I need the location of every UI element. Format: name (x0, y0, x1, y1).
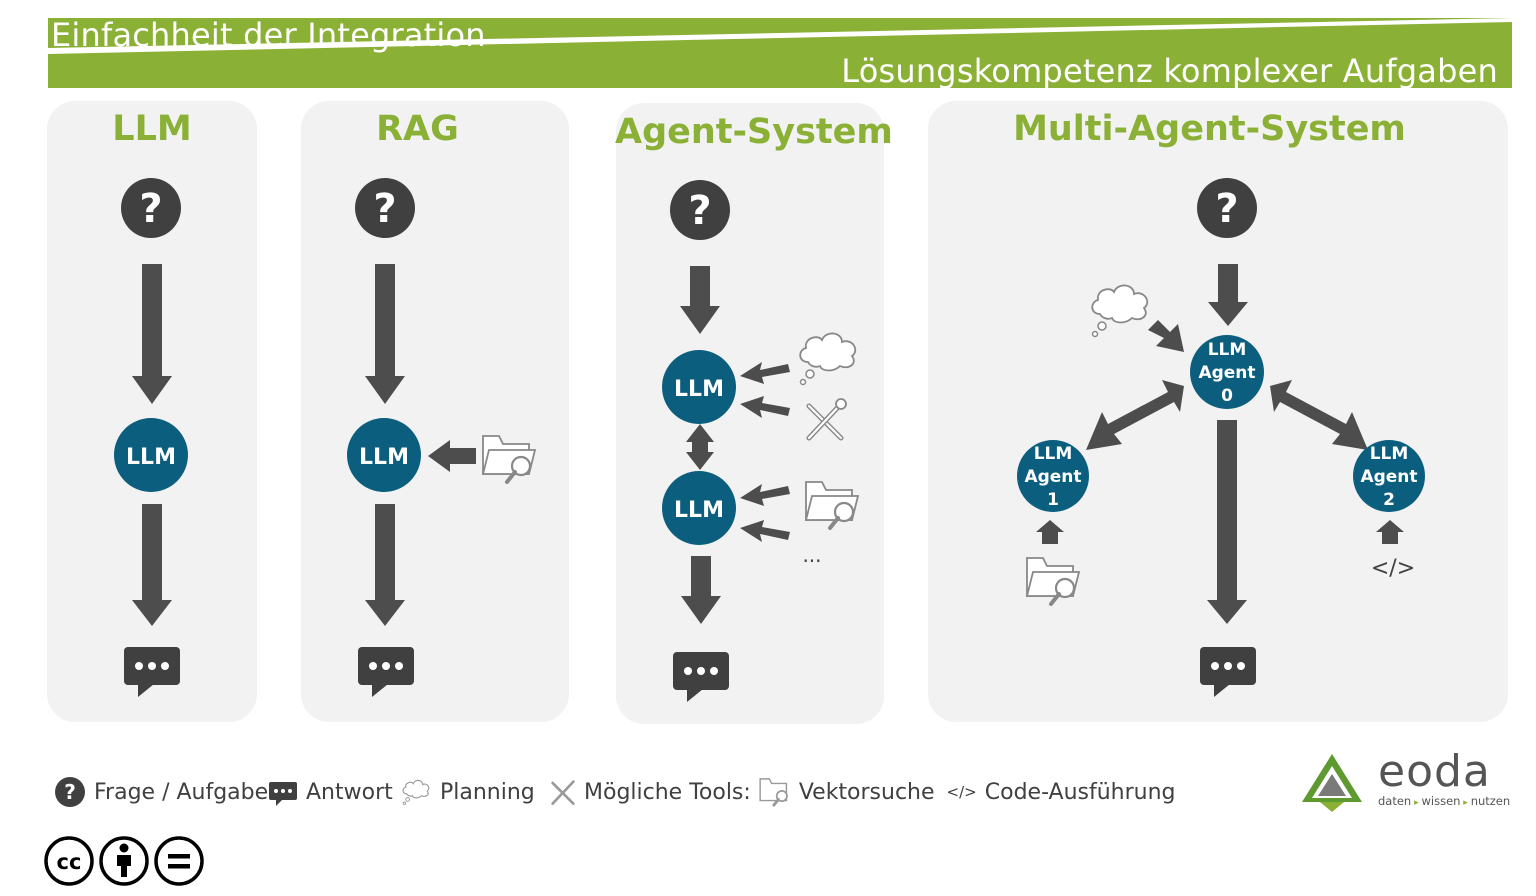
question-mark: ? (139, 186, 162, 232)
eoda-logo: eoda daten ▸ wissen ▸ nutzen (1300, 746, 1515, 814)
agent-2-node (1353, 440, 1425, 512)
arrow-down (1207, 420, 1247, 624)
legend-answer: Antwort (268, 772, 393, 812)
by-icon (99, 836, 149, 886)
llm-node-label: LLM (126, 445, 176, 470)
planning-cloud-icon (799, 332, 857, 386)
panel-multi-agent-system: Multi-Agent-System (928, 101, 1508, 722)
tools-icon (551, 780, 575, 805)
banner-lower-band (48, 22, 1512, 88)
planning-cloud-icon (1091, 284, 1149, 338)
agent-0-label-line2: Agent (1198, 363, 1255, 383)
panel-rag: RAG (301, 101, 569, 722)
panel-agent-system: Agent-System (615, 103, 893, 724)
arrow-up (1036, 520, 1064, 544)
cc-icon: cc (44, 836, 94, 886)
code-execution-icon: </> (1371, 556, 1415, 581)
agent-2-label-line1: LLM (1370, 444, 1409, 464)
agent-2-label-line3: 2 (1383, 490, 1395, 510)
question-icon: ? (670, 180, 730, 240)
banner-upper-band (48, 18, 1512, 48)
vector-search-icon (804, 480, 860, 530)
svg-text:?: ? (64, 780, 76, 804)
agent-1-node (1017, 440, 1089, 512)
llm-node-lower (662, 471, 736, 545)
arrow-bidirectional-agent2 (1270, 380, 1368, 450)
question-icon: ? (1197, 178, 1257, 238)
tools-icon (809, 399, 846, 438)
arrow-down (132, 264, 172, 404)
code-execution-icon: </> (946, 783, 977, 801)
arrow-down (681, 556, 721, 624)
vector-search-icon (759, 778, 788, 807)
question-icon: ? (121, 178, 181, 238)
nd-icon (154, 836, 204, 886)
answer-icon (1200, 647, 1256, 697)
panel-title-rag: RAG (376, 109, 459, 149)
llm-node-upper (662, 350, 736, 424)
eoda-wordmark: eoda (1378, 746, 1491, 797)
arrow-bidirectional (686, 424, 714, 470)
agent-0-node (1190, 335, 1264, 409)
answer-icon (673, 652, 729, 702)
llm-node-label: LLM (674, 498, 724, 523)
agent-1-label-line1: LLM (1034, 444, 1073, 464)
panel-title-llm: LLM (112, 109, 192, 149)
agent-0-label-line3: 0 (1221, 386, 1233, 406)
legend-answer-label: Antwort (306, 779, 393, 805)
eoda-tagline: daten ▸ wissen ▸ nutzen (1378, 794, 1511, 808)
question-icon: ? (55, 777, 85, 807)
legend-question-label: Frage / Aufgabe (94, 779, 269, 805)
legend-planning-label: Planning (440, 779, 535, 805)
llm-node (114, 418, 188, 492)
legend-code-exec-label: Code-Ausführung (984, 779, 1176, 805)
more-tools-ellipsis: ... (802, 543, 821, 567)
planning-cloud-icon (402, 779, 430, 805)
answer-icon (124, 647, 180, 697)
legend-vector-search-label: Vektorsuche (798, 779, 935, 805)
arrow-bidirectional-agent1 (1086, 380, 1184, 450)
answer-icon (269, 782, 297, 806)
arrow-in (740, 362, 790, 542)
vector-search-icon (481, 434, 537, 484)
arrow-up (1376, 520, 1404, 544)
arrow-down (680, 266, 720, 334)
cc-license: cc (44, 836, 204, 886)
legend-tools: Mögliche Tools: Vektorsuche </> Code-Aus… (550, 772, 1176, 812)
answer-icon (358, 647, 414, 697)
arrow-down (132, 504, 172, 626)
banner-left-text: Einfachheit der Integration (51, 16, 486, 54)
agent-0-label-line1: LLM (1208, 340, 1247, 360)
panel-title-agent-system: Agent-System (615, 112, 893, 152)
banner (48, 18, 1512, 88)
svg-text:cc: cc (57, 850, 82, 874)
legend-question: ? Frage / Aufgabe (54, 772, 268, 812)
arrow-diagonal (1148, 320, 1184, 352)
legend-tools-label: Mögliche Tools: (584, 779, 751, 805)
arrow-down (365, 504, 405, 626)
vector-search-icon (1025, 556, 1081, 606)
agent-1-label-line3: 1 (1047, 490, 1059, 510)
llm-node (347, 418, 421, 492)
arrow-down (1208, 264, 1248, 326)
llm-node-label: LLM (359, 445, 409, 470)
panel-title-multi-agent-system: Multi-Agent-System (1013, 109, 1406, 149)
banner-right-text: Lösungskompetenz komplexer Aufgaben (841, 52, 1498, 90)
question-mark: ? (373, 186, 396, 232)
question-mark: ? (1215, 186, 1238, 232)
arrow-left (428, 440, 476, 472)
llm-node-label: LLM (674, 377, 724, 402)
question-icon: ? (355, 178, 415, 238)
eoda-logo-mark (1302, 754, 1362, 812)
agent-2-label-line2: Agent (1360, 467, 1417, 487)
legend-planning: Planning (402, 772, 535, 812)
question-mark: ? (688, 188, 711, 234)
agent-1-label-line2: Agent (1024, 467, 1081, 487)
arrow-down (365, 264, 405, 404)
